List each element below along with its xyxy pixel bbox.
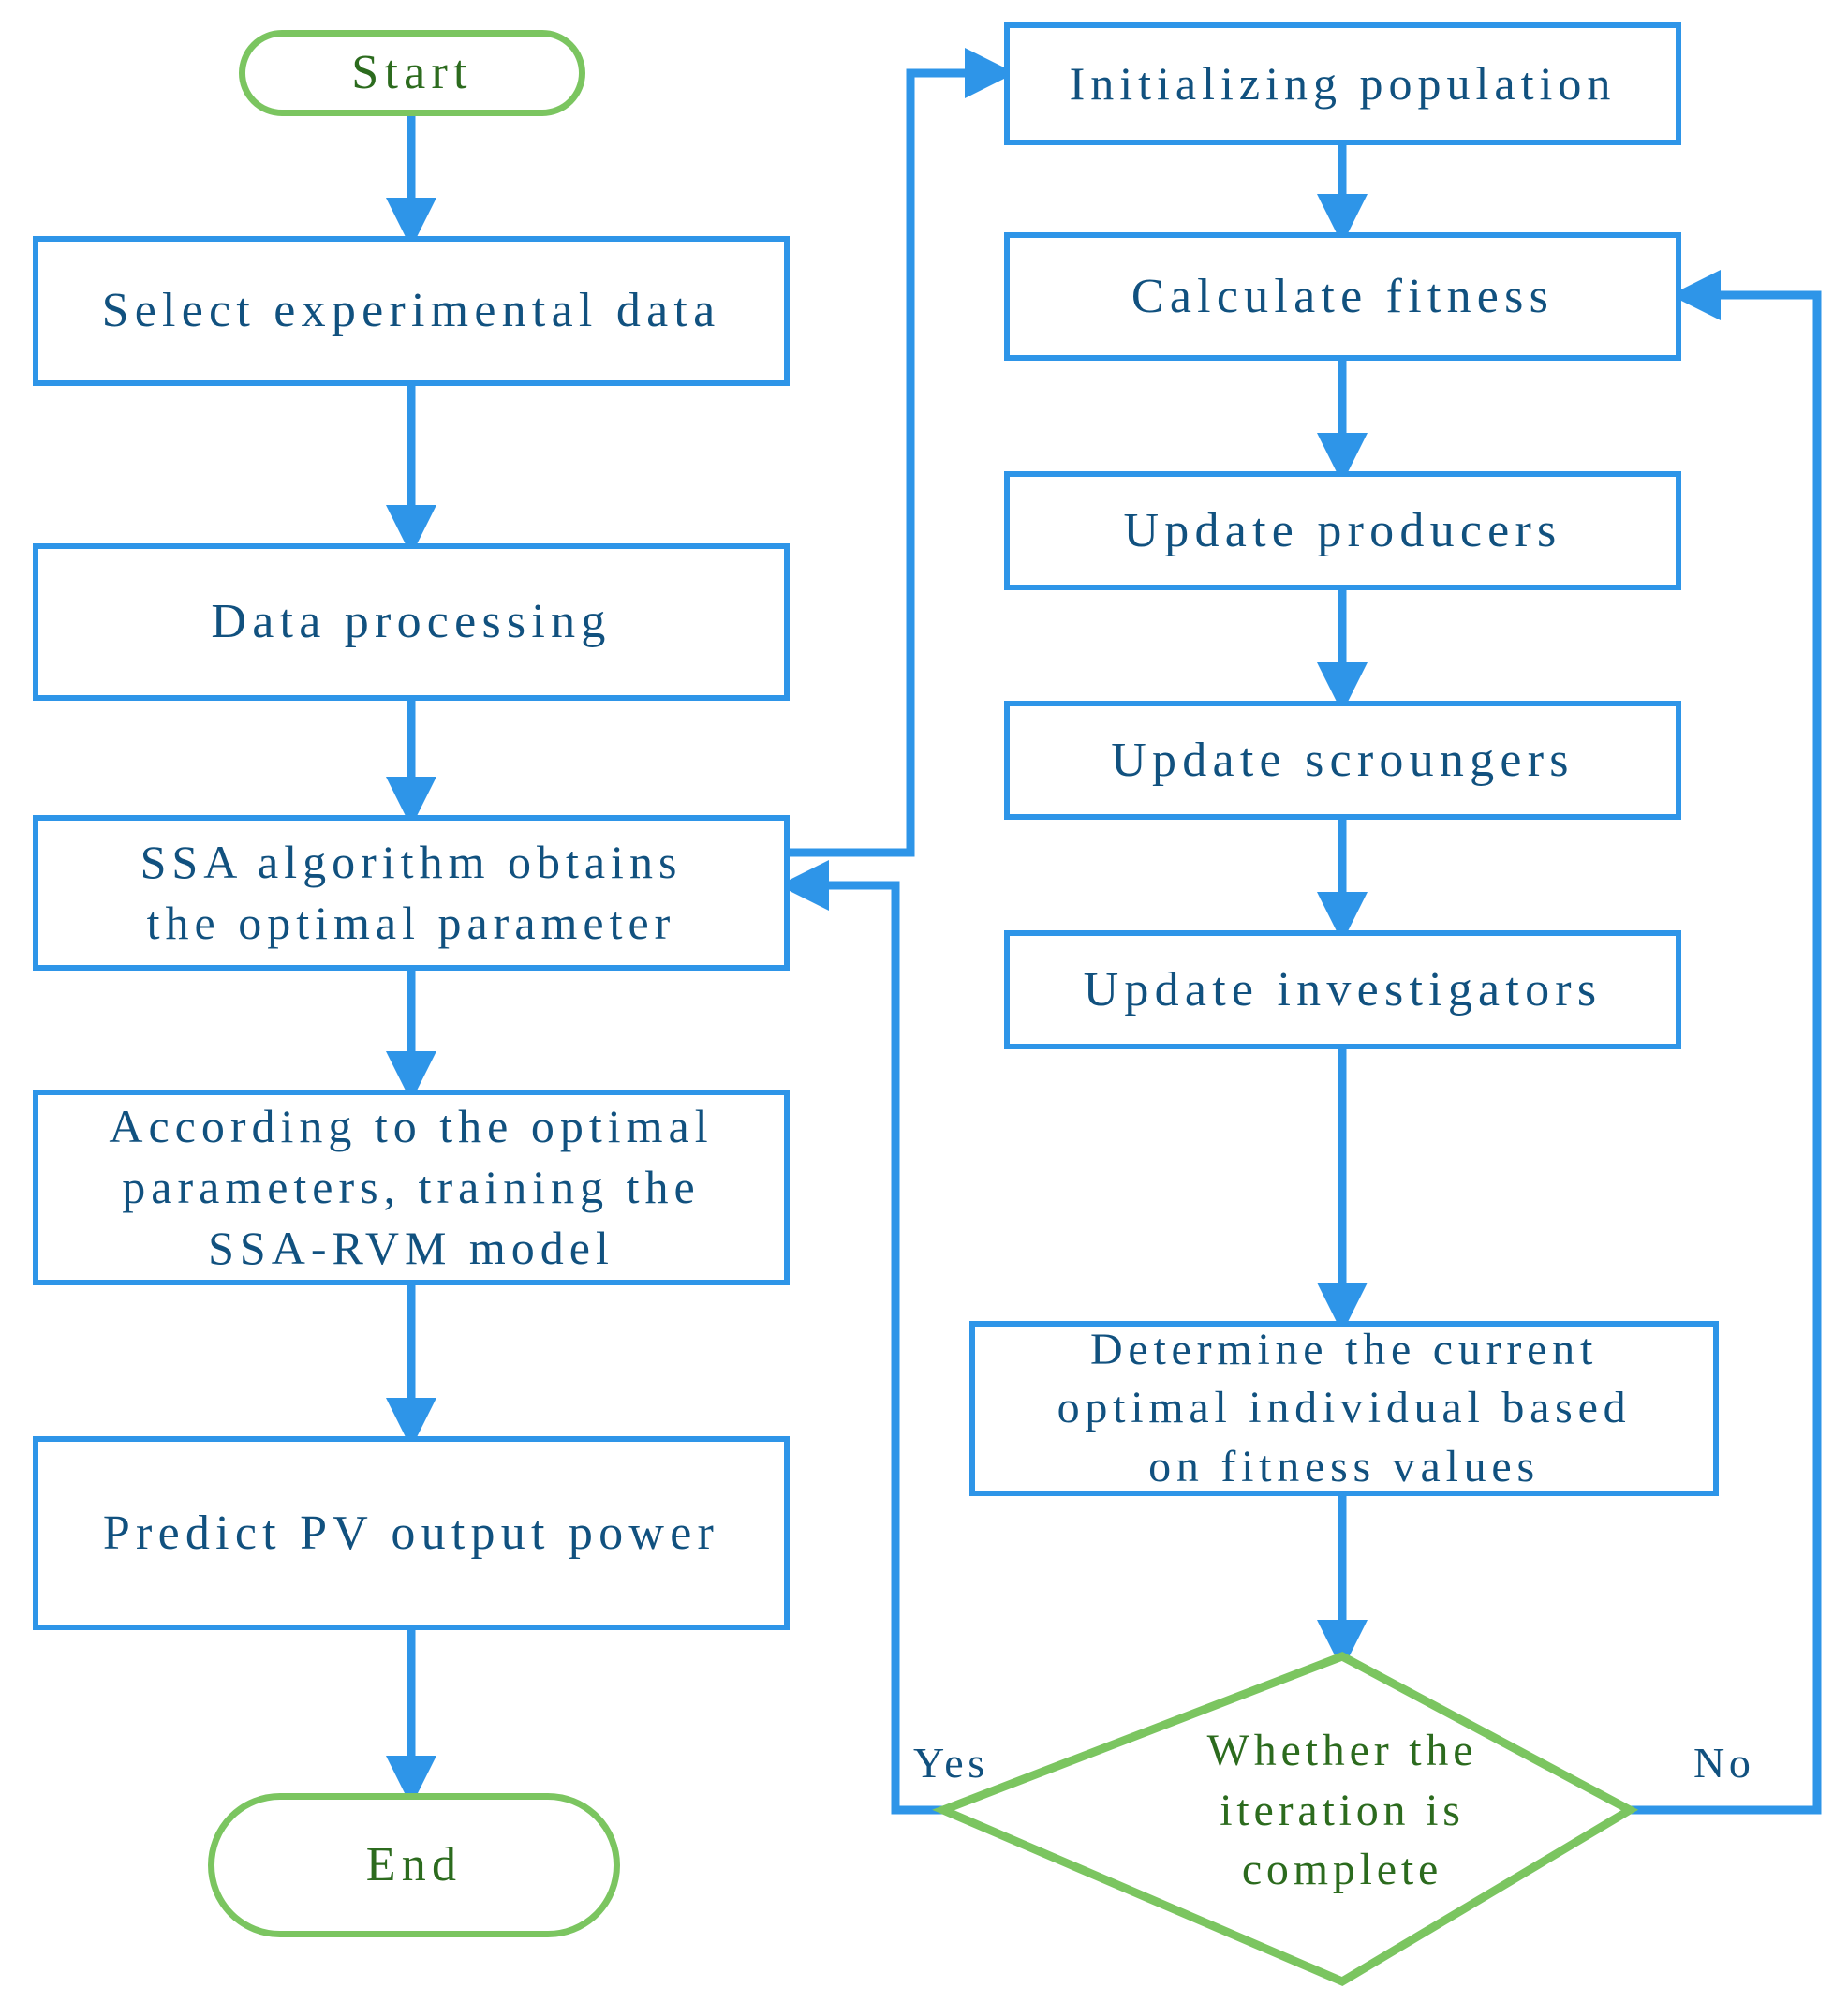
node-data-processing-label: Data processing [211, 595, 612, 649]
node-update-producers-label: Update producers [1123, 503, 1562, 557]
node-calculate-fitness[interactable]: Calculate fitness [1004, 232, 1681, 361]
node-update-scroungers[interactable]: Update scroungers [1004, 701, 1681, 820]
node-initializing-population-label: Initializing population [1069, 57, 1617, 110]
node-determine-optimal-individual-label: Determine the current optimal individual… [1057, 1324, 1632, 1491]
node-predict-pv-output-power[interactable]: Predict PV output power [33, 1436, 790, 1630]
node-start-label: Start [351, 46, 473, 100]
node-calculate-fitness-label: Calculate fitness [1131, 269, 1555, 323]
node-predict-pv-output-power-label: Predict PV output power [102, 1506, 720, 1560]
node-ssa-algorithm[interactable]: SSA algorithm obtains the optimal parame… [33, 815, 790, 971]
node-decision-label: Whether the iteration is complete [1206, 1726, 1478, 1895]
node-data-processing[interactable]: Data processing [33, 543, 790, 701]
node-update-investigators-label: Update investigators [1083, 962, 1603, 1016]
arrow-ssa-to-init [790, 48, 1015, 857]
node-initializing-population[interactable]: Initializing population [1004, 22, 1681, 145]
edge-label-yes: Yes [913, 1738, 989, 1788]
node-end[interactable]: End [208, 1793, 620, 1937]
edge-label-yes-text: Yes [913, 1739, 989, 1787]
node-start[interactable]: Start [239, 30, 585, 116]
node-training-ssa-rvm[interactable]: According to the optimal parameters, tra… [33, 1090, 790, 1285]
node-decision-label-wrap[interactable]: Whether the iteration is complete [1080, 1686, 1604, 1935]
node-update-scroungers-label: Update scroungers [1111, 733, 1574, 787]
node-select-experimental-data-label: Select experimental data [101, 284, 721, 338]
node-end-label: End [365, 1838, 463, 1892]
edge-label-no-text: No [1693, 1739, 1755, 1787]
node-update-investigators[interactable]: Update investigators [1004, 930, 1681, 1049]
edge-label-no: No [1693, 1738, 1754, 1788]
node-update-producers[interactable]: Update producers [1004, 471, 1681, 590]
node-select-experimental-data[interactable]: Select experimental data [33, 236, 790, 386]
arrow-yes-to-ssa [778, 860, 943, 1815]
node-ssa-algorithm-label: SSA algorithm obtains the optimal parame… [140, 836, 683, 949]
node-determine-optimal-individual[interactable]: Determine the current optimal individual… [969, 1321, 1719, 1496]
node-training-ssa-rvm-label: According to the optimal parameters, tra… [109, 1100, 714, 1274]
